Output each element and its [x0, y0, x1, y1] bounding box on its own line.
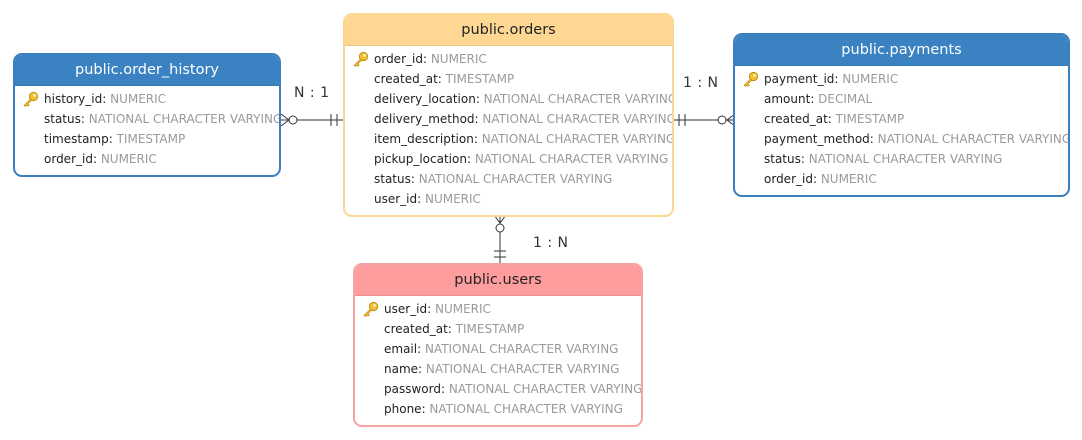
column-row[interactable]: delivery_method: NATIONAL CHARACTER VARY…	[374, 112, 674, 126]
column-row[interactable]: email: NATIONAL CHARACTER VARYING	[384, 342, 619, 356]
column-name: status	[44, 112, 81, 126]
table-payments[interactable]: public.payments payment_id: NUMERIC amount…	[733, 33, 1070, 197]
column-type: NATIONAL CHARACTER VARYING	[474, 152, 669, 166]
table-orders[interactable]: public.orders order_id: NUMERIC created_at…	[343, 13, 674, 217]
relationship-label-orders-payments: 1 : N	[683, 75, 719, 91]
column-type: NUMERIC	[430, 52, 487, 66]
column-name: name	[384, 362, 419, 376]
column-type: NUMERIC	[100, 152, 157, 166]
column-row[interactable]: payment_method: NATIONAL CHARACTER VARYI…	[764, 132, 1070, 146]
relationship-label-orders-users: 1 : N	[533, 235, 569, 251]
table-columns: order_id: NUMERIC created_at: TIMESTAMP de…	[345, 46, 672, 209]
column-name: created_at	[384, 322, 448, 336]
table-columns: user_id: NUMERIC created_at: TIMESTAMP ema…	[355, 296, 641, 419]
column-name: email	[384, 342, 418, 356]
column-type: TIMESTAMP	[116, 132, 186, 146]
column-row[interactable]: status: NATIONAL CHARACTER VARYING	[374, 172, 613, 186]
column-type: NUMERIC	[820, 172, 877, 186]
column-name: created_at	[374, 72, 438, 86]
key-icon	[362, 301, 380, 317]
column-type: NUMERIC	[842, 72, 899, 86]
column-type: NATIONAL CHARACTER VARYING	[88, 112, 281, 126]
column-type: NATIONAL CHARACTER VARYING	[483, 92, 674, 106]
column-type: NATIONAL CHARACTER VARYING	[481, 132, 674, 146]
column-type: NATIONAL CHARACTER VARYING	[418, 172, 613, 186]
column-row[interactable]: order_id: NUMERIC	[44, 152, 157, 166]
column-name: item_description	[374, 132, 474, 146]
column-row[interactable]: password: NATIONAL CHARACTER VARYING	[384, 382, 643, 396]
column-type: NATIONAL CHARACTER VARYING	[429, 402, 623, 416]
column-name: user_id	[384, 302, 428, 316]
table-order-history[interactable]: public.order_history history_id: NUMERIC s…	[13, 53, 281, 177]
column-row[interactable]: delivery_location: NATIONAL CHARACTER VA…	[345, 89, 672, 109]
column-name: timestamp	[44, 132, 109, 146]
column-name: order_id	[764, 172, 813, 186]
crowfoot-zero-circle	[717, 115, 727, 125]
column-name: delivery_location	[374, 92, 476, 106]
column-name: created_at	[764, 112, 828, 126]
crowfoot-many	[280, 113, 290, 127]
crowfoot-many	[493, 214, 507, 224]
column-name: delivery_method	[374, 112, 475, 126]
column-row[interactable]: timestamp: TIMESTAMP	[44, 132, 186, 146]
column-row[interactable]: phone: NATIONAL CHARACTER VARYING	[384, 402, 623, 416]
column-type: NATIONAL CHARACTER VARYING	[425, 362, 620, 376]
column-row[interactable]: user_id: NUMERIC	[355, 299, 641, 319]
table-users[interactable]: public.users user_id: NUMERIC created_at: …	[353, 263, 643, 427]
table-columns: payment_id: NUMERIC amount: DECIMAL create…	[735, 66, 1068, 189]
key-icon	[742, 71, 760, 87]
column-row[interactable]: created_at: TIMESTAMP	[764, 112, 905, 126]
column-name: amount	[764, 92, 811, 106]
column-type: NATIONAL CHARACTER VARYING	[482, 112, 674, 126]
column-type: NUMERIC	[434, 302, 491, 316]
column-type: NUMERIC	[110, 92, 167, 106]
column-name: pickup_location	[374, 152, 467, 166]
column-row[interactable]: history_id: NUMERIC	[15, 89, 279, 109]
crowfoot-many	[726, 113, 736, 127]
table-columns: history_id: NUMERIC status: NATIONAL CHAR…	[15, 86, 279, 169]
column-type: NATIONAL CHARACTER VARYING	[424, 342, 619, 356]
column-row[interactable]: user_id: NUMERIC	[374, 192, 481, 206]
relationship-label-order-history-orders: N : 1	[294, 85, 330, 101]
column-name: order_id	[44, 152, 93, 166]
crowfoot-zero-circle	[495, 223, 505, 233]
column-row[interactable]: pickup_location: NATIONAL CHARACTER VARY…	[374, 152, 669, 166]
column-row[interactable]: item_description: NATIONAL CHARACTER VAR…	[374, 132, 674, 146]
column-row[interactable]: created_at: TIMESTAMP	[374, 72, 515, 86]
column-type: TIMESTAMP	[445, 72, 515, 86]
crowfoot-zero-circle	[288, 115, 298, 125]
column-type: NATIONAL CHARACTER VARYING	[877, 132, 1070, 146]
column-name: history_id	[44, 92, 103, 106]
column-type: TIMESTAMP	[835, 112, 905, 126]
key-icon	[22, 91, 40, 107]
column-name: user_id	[374, 192, 418, 206]
column-name: payment_id	[764, 72, 835, 86]
column-name: password	[384, 382, 441, 396]
column-row[interactable]: payment_id: NUMERIC	[735, 69, 1068, 89]
column-type: TIMESTAMP	[455, 322, 525, 336]
column-type: NATIONAL CHARACTER VARYING	[448, 382, 643, 396]
column-row[interactable]: status: NATIONAL CHARACTER VARYING	[764, 152, 1003, 166]
column-type: DECIMAL	[818, 92, 873, 106]
column-row[interactable]: status: NATIONAL CHARACTER VARYING	[44, 112, 281, 126]
column-row[interactable]: order_id: NUMERIC	[764, 172, 877, 186]
column-name: payment_method	[764, 132, 870, 146]
table-header: public.payments	[735, 35, 1068, 66]
column-type: NUMERIC	[424, 192, 481, 206]
table-header: public.users	[355, 265, 641, 296]
column-name: status	[764, 152, 801, 166]
column-name: order_id	[374, 52, 423, 66]
key-icon	[352, 51, 370, 67]
column-row[interactable]: amount: DECIMAL	[764, 92, 873, 106]
column-row[interactable]: name: NATIONAL CHARACTER VARYING	[384, 362, 620, 376]
column-name: phone	[384, 402, 422, 416]
column-row[interactable]: created_at: TIMESTAMP	[384, 322, 525, 336]
column-name: status	[374, 172, 411, 186]
column-type: NATIONAL CHARACTER VARYING	[808, 152, 1003, 166]
column-row[interactable]: order_id: NUMERIC	[345, 49, 672, 69]
table-header: public.orders	[345, 15, 672, 46]
table-header: public.order_history	[15, 55, 279, 86]
